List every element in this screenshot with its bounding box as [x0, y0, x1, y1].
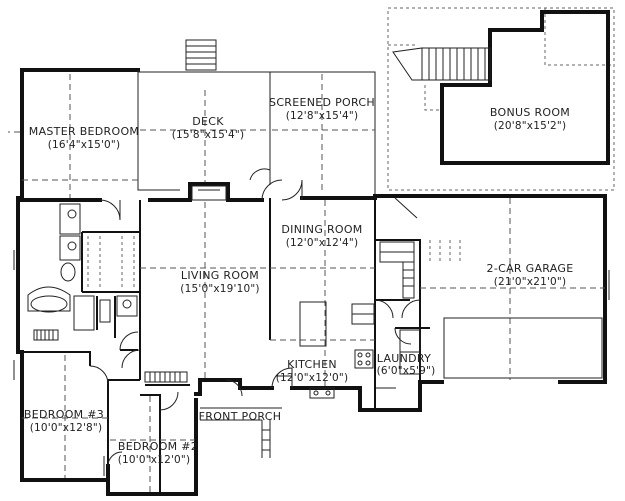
deck-dims: (15'8"x15'4")	[172, 129, 245, 141]
garage-dims: (21'0"x21'0")	[494, 276, 567, 288]
bedroom3-dims: (10'0"x12'8")	[30, 422, 103, 434]
master-closet	[87, 236, 135, 288]
deck-name: DECK	[192, 115, 224, 128]
room-label-bonus-room: BONUS ROOM (20'8"x15'2")	[490, 106, 570, 132]
bonus-room-outline	[387, 7, 615, 191]
living-room-name: LIVING ROOM	[181, 269, 259, 282]
bedroom3-closet	[144, 371, 188, 383]
bedroom2-dims: (10'0"x12'0")	[118, 454, 191, 466]
room-label-garage: 2-CAR GARAGE (21'0"x21'0")	[487, 262, 574, 288]
screened-porch-name: SCREENED PORCH	[269, 96, 375, 109]
dining-room-name: DINING ROOM	[281, 223, 362, 236]
deck-stair	[185, 39, 217, 71]
room-label-deck: DECK (15'8"x15'4")	[172, 115, 245, 141]
room-label-screened-porch: SCREENED PORCH (12'8"x15'4")	[269, 96, 375, 122]
laundry-name: LAUNDRY	[377, 352, 431, 365]
master-bedroom-dims: (16'4"x15'0")	[48, 139, 121, 151]
living-room-dims: (15'0"x19'10")	[180, 283, 259, 295]
room-label-bedroom2: BEDROOM #2 (10'0"x12'0")	[118, 440, 198, 466]
bonus-room-dims: (20'8"x15'2")	[494, 120, 567, 132]
front-porch-name: FRONT PORCH	[199, 410, 282, 423]
master-bath	[27, 203, 138, 341]
screened-porch-dims: (12'8"x15'4")	[286, 110, 359, 122]
room-label-master-bedroom: MASTER BEDROOM (16'4"x15'0")	[29, 125, 139, 151]
laundry-dims: (6'0"x5'9")	[377, 365, 436, 377]
room-label-living-room: LIVING ROOM (15'0"x19'10")	[180, 269, 259, 295]
room-label-kitchen: KITCHEN (12'0"x12'0")	[276, 358, 349, 384]
bonus-room-name: BONUS ROOM	[490, 106, 570, 119]
room-dividers	[8, 74, 605, 492]
bonus-stair	[392, 47, 491, 81]
room-label-bedroom3: BEDROOM #3 (10'0"x12'8")	[24, 408, 104, 434]
kitchen-name: KITCHEN	[287, 358, 337, 371]
garage-name: 2-CAR GARAGE	[487, 262, 574, 275]
exterior-walls	[16, 68, 607, 496]
kitchen-fixtures	[276, 301, 375, 399]
garage-stair	[379, 240, 461, 299]
dining-room-dims: (12'0"x12'4")	[286, 237, 359, 249]
laundry-fixtures	[376, 329, 421, 389]
garage-door-bay	[443, 317, 603, 379]
bedroom3-name: BEDROOM #3	[24, 408, 104, 421]
bedroom2-name: BEDROOM #2	[118, 440, 198, 453]
bonus-room-walls	[440, 10, 610, 165]
fireplace	[191, 185, 227, 201]
door-swings	[89, 168, 421, 467]
room-label-dining-room: DINING ROOM (12'0"x12'4")	[281, 223, 362, 249]
room-label-front-porch: FRONT PORCH	[199, 410, 282, 423]
kitchen-dims: (12'0"x12'0")	[276, 372, 349, 384]
room-label-laundry: LAUNDRY (6'0"x5'9")	[377, 352, 436, 377]
front-porch-rail	[200, 407, 282, 458]
master-bedroom-name: MASTER BEDROOM	[29, 125, 139, 138]
windows	[13, 250, 610, 476]
